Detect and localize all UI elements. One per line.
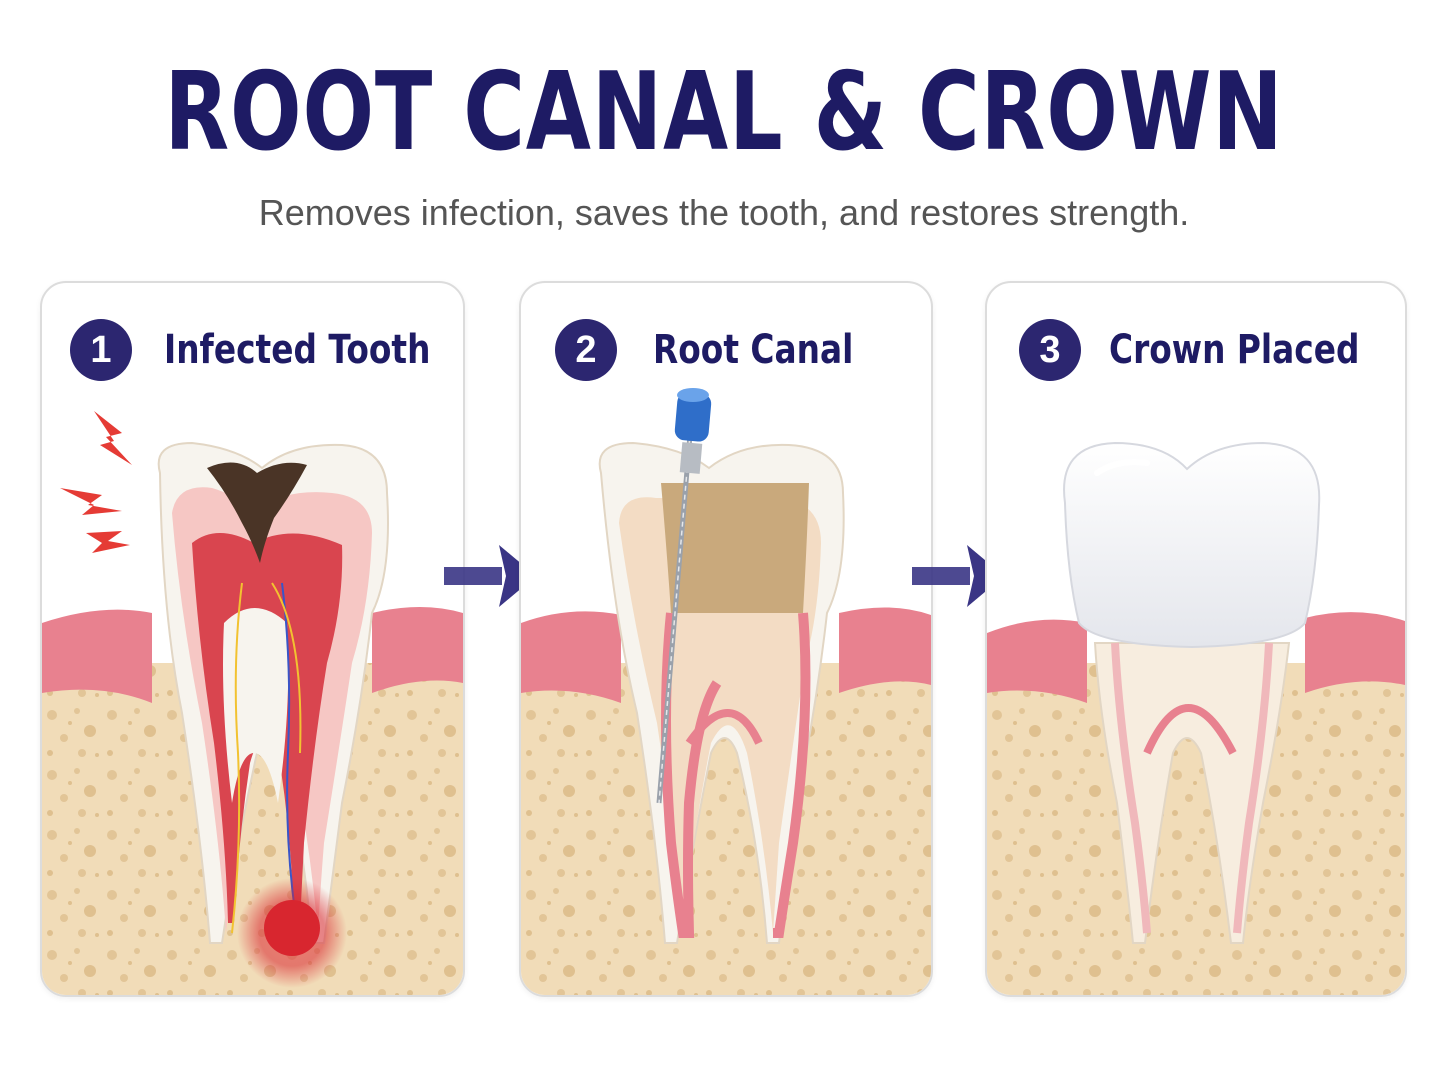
infected-tooth-illustration (42, 411, 463, 995)
step-panel-root-canal: 2 Root Canal (519, 281, 933, 997)
dental-crown (1063, 441, 1321, 649)
instrument-handle (674, 392, 712, 442)
abscess (264, 900, 320, 956)
cavity-decay (207, 462, 307, 563)
page-title: ROOT CANAL & CROWN (164, 50, 1284, 175)
arrow-right-icon (444, 545, 536, 607)
nerve-yellow (231, 582, 243, 934)
page-subtitle: Removes infection, saves the tooth, and … (258, 192, 1190, 233)
nerve-blue (281, 582, 299, 934)
pulp-chamber-opened (661, 483, 809, 613)
gum-left (987, 619, 1087, 703)
step-label: Infected Tooth (164, 327, 431, 373)
gum-right (1305, 612, 1405, 693)
gum-left (521, 611, 621, 703)
gum-right (372, 607, 463, 693)
step-number-badge: 1 (70, 319, 132, 381)
root-canal-illustration (521, 388, 931, 995)
step-number-badge: 2 (555, 319, 617, 381)
root-dentin (223, 608, 289, 803)
pain-lightning-icon (60, 488, 122, 515)
gum-left (42, 609, 152, 703)
step-panel-crown-placed: 3 Crown Placed (985, 281, 1407, 997)
filled-canals (1111, 642, 1273, 934)
step-panel-infected-tooth: 1 Infected Tooth (40, 281, 465, 997)
step-label: Root Canal (653, 327, 854, 373)
pain-lightning-icon (86, 531, 130, 553)
file-shaft (679, 442, 703, 474)
pain-lightning-icon (94, 411, 132, 465)
step-label: Crown Placed (1109, 327, 1360, 373)
crown-placed-illustration (987, 441, 1405, 995)
root-canal-right (773, 612, 811, 938)
step-number-badge: 3 (1019, 319, 1081, 381)
gum-right (839, 607, 931, 693)
